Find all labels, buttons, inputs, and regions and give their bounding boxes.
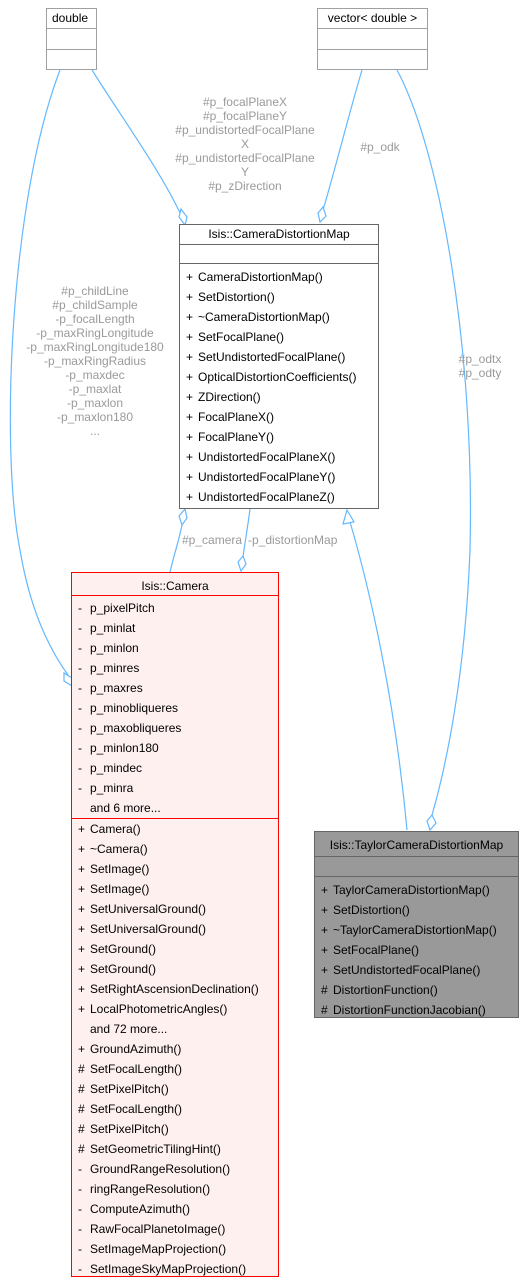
- method-row[interactable]: +FocalPlaneX(): [186, 410, 275, 424]
- aggregation-diamond-icon: [317, 205, 327, 224]
- method-row[interactable]: +~CameraDistortionMap(): [186, 310, 330, 324]
- method-row[interactable]: #DistortionFunctionJacobian(): [321, 1003, 486, 1017]
- class-node-double[interactable]: double: [46, 8, 97, 70]
- edge-taylor-inherits-distmap: [349, 521, 408, 831]
- method-row[interactable]: +SetImage(): [78, 862, 150, 876]
- method-row[interactable]: -GroundRangeResolution(): [78, 1162, 231, 1176]
- attribute-row[interactable]: -p_maxobliqueres: [78, 721, 182, 735]
- method-row-more[interactable]: and 72 more...: [90, 1022, 168, 1036]
- edge-vector-to-taylor: [396, 69, 472, 816]
- method-row[interactable]: +GroundAzimuth(): [78, 1042, 182, 1056]
- edge-vector-to-distmap: [322, 69, 363, 211]
- attribute-row[interactable]: -p_mindec: [78, 761, 143, 775]
- class-node-camera-distortion-map[interactable]: Isis::CameraDistortionMap +CameraDistort…: [179, 224, 379, 509]
- edge-distmap-to-camera: [242, 508, 251, 558]
- aggregation-diamond-icon: [178, 507, 188, 527]
- method-row[interactable]: +SetGround(): [78, 942, 157, 956]
- method-row[interactable]: #SetFocalLength(): [78, 1062, 183, 1076]
- edge-double-to-distmap: [91, 69, 182, 216]
- method-row[interactable]: +SetGround(): [78, 962, 157, 976]
- attribute-row[interactable]: -p_maxres: [78, 681, 143, 695]
- method-section: [47, 49, 96, 70]
- attribute-row[interactable]: -p_minlon180: [78, 741, 159, 755]
- method-row[interactable]: +SetDistortion(): [321, 903, 410, 917]
- method-row[interactable]: +SetFocalPlane(): [321, 943, 420, 957]
- inheritance-arrow-icon: [342, 508, 355, 525]
- method-section: +CameraDistortionMap() +SetDistortion() …: [180, 263, 378, 507]
- method-row[interactable]: -SetImageSkyMapProjection(): [78, 1262, 247, 1276]
- edge-label-double-camera: #p_childLine #p_childSample -p_focalLeng…: [26, 284, 164, 438]
- method-row[interactable]: +FocalPlaneY(): [186, 430, 275, 444]
- method-row[interactable]: +UndistortedFocalPlaneZ(): [186, 490, 335, 504]
- method-row[interactable]: +SetImage(): [78, 882, 150, 896]
- method-row[interactable]: +LocalPhotometricAngles(): [78, 1002, 228, 1016]
- method-row[interactable]: +CameraDistortionMap(): [186, 270, 323, 284]
- edge-label-vector-distmap: #p_odk: [360, 140, 400, 154]
- class-title: Isis::CameraDistortionMap: [208, 227, 350, 241]
- method-row[interactable]: #SetPixelPitch(): [78, 1122, 169, 1136]
- attribute-row[interactable]: -p_minres: [78, 661, 140, 675]
- method-row[interactable]: #DistortionFunction(): [321, 983, 438, 997]
- class-node-vector[interactable]: vector< double >: [317, 8, 428, 70]
- attribute-row[interactable]: -p_pixelPitch: [78, 601, 155, 615]
- method-row[interactable]: +SetUniversalGround(): [78, 902, 207, 916]
- method-row[interactable]: -RawFocalPlanetoImage(): [78, 1222, 226, 1236]
- method-row[interactable]: -ringRangeResolution(): [78, 1182, 211, 1196]
- class-title: vector< double >: [327, 11, 418, 25]
- class-title: Isis::TaylorCameraDistortionMap: [329, 838, 504, 852]
- class-node-camera[interactable]: Isis::Camera -p_pixelPitch -p_minlat -p_…: [71, 572, 279, 1277]
- edge-label-distmap-camera: -p_distortionMap: [248, 533, 338, 547]
- method-section: [318, 49, 427, 70]
- method-row[interactable]: +~TaylorCameraDistortionMap(): [321, 923, 497, 937]
- method-row[interactable]: +UndistortedFocalPlaneY(): [186, 470, 336, 484]
- attribute-row-more[interactable]: and 6 more...: [90, 801, 161, 815]
- edge-label-camera-distmap: #p_camera: [182, 533, 243, 547]
- method-row[interactable]: +ZDirection(): [186, 390, 261, 404]
- method-row[interactable]: +SetUndistortedFocalPlane(): [186, 350, 346, 364]
- method-row[interactable]: +SetDistortion(): [186, 290, 275, 304]
- attribute-section: -p_pixelPitch -p_minlat -p_minlon -p_min…: [72, 595, 278, 818]
- method-row[interactable]: +SetFocalPlane(): [186, 330, 285, 344]
- attribute-section: [318, 28, 427, 49]
- edge-label-vector-taylor: #p_odtx #p_odty: [458, 352, 502, 380]
- method-row[interactable]: +Camera(): [78, 822, 141, 836]
- attribute-section: [47, 28, 96, 49]
- attribute-row[interactable]: -p_minlon: [78, 641, 139, 655]
- class-title: Isis::Camera: [141, 579, 209, 593]
- method-row[interactable]: #SetGeometricTilingHint(): [78, 1142, 221, 1156]
- edge-label-double-distmap: #p_focalPlaneX #p_focalPlaneY #p_undisto…: [175, 95, 315, 193]
- method-row[interactable]: -SetImageMapProjection(): [78, 1242, 227, 1256]
- method-section: +Camera() +~Camera() +SetImage() +SetIma…: [72, 818, 278, 1279]
- method-section: +TaylorCameraDistortionMap() +SetDistort…: [315, 876, 518, 1020]
- attribute-section: [315, 856, 518, 876]
- edge-double-to-camera: [9, 69, 69, 676]
- attribute-row[interactable]: -p_minlat: [78, 621, 136, 635]
- class-node-taylor-camera-distortion-map[interactable]: Isis::TaylorCameraDistortionMap +TaylorC…: [314, 831, 519, 1018]
- aggregation-diamond-icon: [178, 207, 188, 227]
- edge-camera-to-distmap: [169, 524, 183, 573]
- class-title: double: [52, 11, 89, 25]
- method-row[interactable]: +SetUndistortedFocalPlane(): [321, 963, 481, 977]
- method-row[interactable]: +OpticalDistortionCoefficients(): [186, 370, 357, 384]
- method-row[interactable]: +SetRightAscensionDeclination(): [78, 982, 259, 996]
- attribute-row[interactable]: -p_minobliqueres: [78, 701, 179, 715]
- attribute-row[interactable]: -p_minra: [78, 781, 134, 795]
- method-row[interactable]: #SetFocalLength(): [78, 1102, 183, 1116]
- method-row[interactable]: +UndistortedFocalPlaneX(): [186, 450, 336, 464]
- method-row[interactable]: +SetUniversalGround(): [78, 922, 207, 936]
- aggregation-diamond-icon: [426, 813, 437, 832]
- attribute-section: [180, 244, 378, 263]
- method-row[interactable]: -ComputeAzimuth(): [78, 1202, 191, 1216]
- method-row[interactable]: #SetPixelPitch(): [78, 1082, 169, 1096]
- method-row[interactable]: +~Camera(): [78, 842, 148, 856]
- aggregation-diamond-icon: [237, 554, 247, 573]
- method-row[interactable]: +TaylorCameraDistortionMap(): [321, 883, 490, 897]
